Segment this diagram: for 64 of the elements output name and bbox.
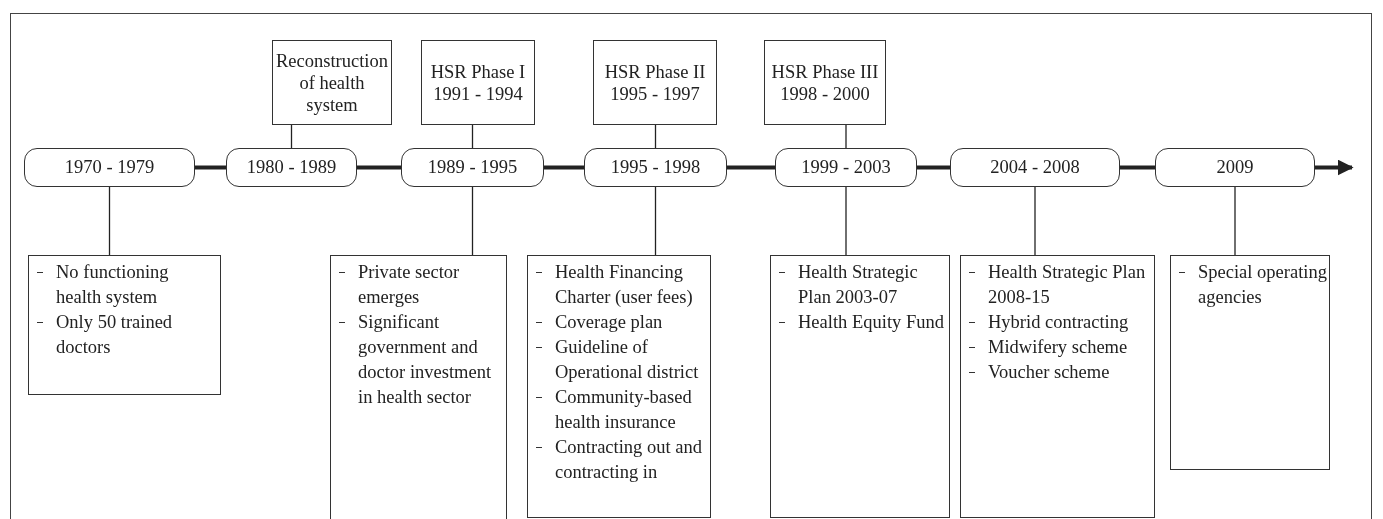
connector-line: [654, 186, 657, 256]
period-box: [775, 148, 917, 187]
event-box: [421, 40, 535, 125]
bullet-text: Midwifery scheme: [988, 337, 1128, 357]
connector-line: [471, 124, 474, 149]
bullet-text: Hybrid contracting: [988, 312, 1129, 332]
connector-line: [1234, 186, 1236, 256]
notes-box: [1170, 255, 1330, 470]
event-label: HSR Phase III: [771, 60, 879, 83]
period-label: 2004 - 2008: [990, 157, 1080, 178]
notes-box: [770, 255, 950, 518]
connector-line: [108, 186, 111, 256]
bullet-text: Coverage plan: [555, 312, 663, 332]
event-label: 1991 - 1994: [433, 82, 523, 105]
connector-line: [471, 186, 474, 256]
timeline-line: [357, 165, 401, 170]
bullet-text: Community-based health insurance: [555, 387, 692, 432]
period-label: 1989 - 1995: [427, 157, 518, 178]
event-box: [272, 40, 392, 125]
period-box: [1155, 148, 1315, 187]
bullet-text: No functioning health system: [56, 262, 169, 307]
connector-line: [845, 124, 847, 149]
event-box: [764, 40, 886, 125]
period-label: 1995 - 1998: [610, 157, 701, 178]
event-label: HSR Phase I: [430, 60, 526, 83]
period-box: [950, 148, 1120, 187]
event-label: 1998 - 2000: [780, 82, 870, 105]
bullet-text: Voucher scheme: [988, 362, 1110, 382]
connector-line: [290, 124, 293, 149]
bullet-text: Guideline of Operational district: [555, 337, 699, 382]
event-box: [593, 40, 717, 125]
period-box: [226, 148, 357, 187]
bullet-text: Significant government and doctor investment in health sector: [358, 312, 492, 407]
period-box: [401, 148, 544, 187]
bullet-text: Health Financing Charter (user fees): [555, 262, 693, 307]
notes-box: [527, 255, 711, 518]
timeline-line: [1120, 165, 1155, 170]
timeline-line: [195, 165, 226, 170]
connector-line: [1034, 186, 1036, 256]
bullet-text: Private sector emerges: [358, 262, 460, 307]
bullet-text: Special operating agencies: [1198, 262, 1327, 307]
timeline-line: [1315, 159, 1354, 176]
event-label: HSR Phase II: [604, 60, 706, 83]
notes-box: [960, 255, 1155, 518]
connector-line: [845, 186, 847, 256]
bullet-text: Only 50 trained doctors: [56, 312, 173, 357]
period-label: 1970 - 1979: [64, 157, 155, 178]
bullet-text: Health Equity Fund: [798, 312, 944, 332]
period-box: [24, 148, 195, 187]
bullet-text: Contracting out and contracting in: [555, 437, 702, 482]
period-box: [584, 148, 727, 187]
notes-box: [330, 255, 507, 519]
period-label: 1999 - 2003: [801, 157, 891, 178]
timeline-line: [544, 165, 584, 170]
connector-line: [654, 124, 657, 149]
period-label: 2009: [1216, 157, 1254, 178]
timeline-line: [917, 165, 950, 170]
notes-box: [28, 255, 221, 395]
bullet-text: Health Strategic Plan 2003-07: [798, 262, 918, 307]
event-label: 1995 - 1997: [610, 82, 700, 105]
timeline-line: [727, 165, 775, 170]
event-label: Reconstruction of health system: [275, 49, 389, 116]
period-label: 1980 - 1989: [246, 157, 337, 178]
bullet-text: Health Strategic Plan 2008-15: [988, 262, 1146, 307]
